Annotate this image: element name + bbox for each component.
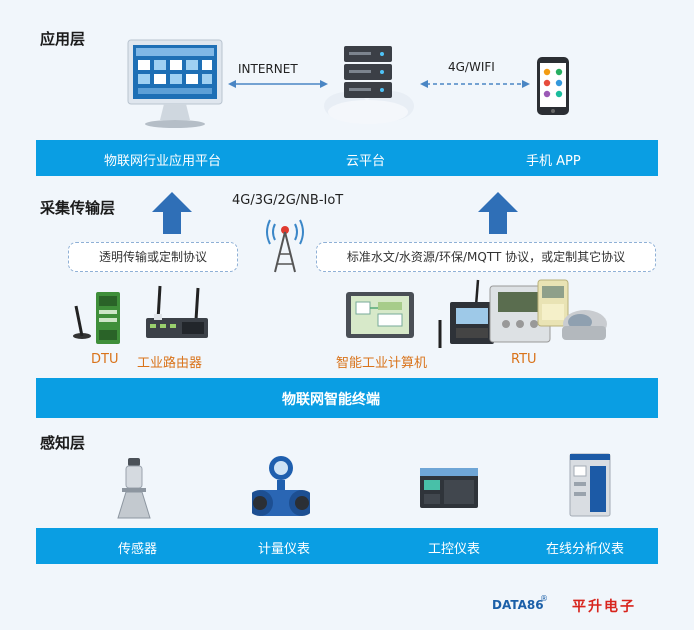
dtu-label: DTU bbox=[91, 352, 119, 367]
app-label: 手机 APP bbox=[526, 154, 581, 169]
meter-label: 计量仪表 bbox=[258, 542, 311, 557]
terminal-bar: 物联网智能终端 bbox=[36, 378, 658, 418]
router-icon bbox=[146, 285, 208, 338]
protocol-box-left: 透明传输或定制协议 bbox=[68, 242, 238, 272]
brand-cn: 平升电子 bbox=[572, 599, 636, 615]
monitor-icon bbox=[127, 39, 223, 128]
flow-meter-icon bbox=[252, 456, 310, 516]
plc-icon bbox=[420, 468, 478, 508]
perception-layer-title: 感知层 bbox=[40, 434, 86, 452]
signal-tower-icon bbox=[266, 219, 304, 273]
dtu-icon bbox=[73, 292, 120, 344]
up-arrow-right-icon bbox=[478, 192, 518, 234]
sensor-label: 传感器 bbox=[118, 542, 158, 557]
transport-layer-title: 采集传输层 bbox=[40, 199, 116, 217]
internet-arrow bbox=[228, 80, 328, 88]
up-arrow-left-icon bbox=[152, 192, 192, 234]
rtu-label: RTU bbox=[511, 352, 537, 367]
computer-label: 智能工业计算机 bbox=[336, 356, 428, 371]
analyzer-icon bbox=[569, 453, 611, 517]
analyzer-label: 在线分析仪表 bbox=[546, 542, 625, 557]
platform-label: 物联网行业应用平台 bbox=[104, 154, 222, 169]
perception-bar: 传感器 计量仪表 工控仪表 在线分析仪表 bbox=[36, 528, 658, 564]
cellular-label: 4G/3G/2G/NB-IoT bbox=[232, 193, 344, 208]
wifi-arrow bbox=[420, 80, 530, 88]
sensor-icon bbox=[117, 458, 151, 519]
router-label: 工业路由器 bbox=[137, 356, 203, 371]
internet-label: INTERNET bbox=[238, 62, 298, 76]
industrial-computer-icon bbox=[346, 292, 414, 338]
application-bar: 物联网行业应用平台 云平台 手机 APP bbox=[36, 140, 658, 176]
protocol-box-right: 标准水文/水资源/环保/MQTT 协议，或定制其它协议 bbox=[316, 242, 656, 272]
cloud-label: 云平台 bbox=[346, 154, 386, 169]
brand-registered-mark: ® bbox=[540, 594, 548, 603]
phone-icon bbox=[537, 57, 569, 115]
application-layer-title: 应用层 bbox=[40, 30, 86, 48]
rtu-icon bbox=[438, 279, 607, 348]
brand-en: DATA86 bbox=[492, 598, 544, 612]
terminal-label: 物联网智能终端 bbox=[282, 392, 380, 408]
wifi-label: 4G/WIFI bbox=[448, 60, 495, 74]
cloud-server-icon bbox=[324, 46, 414, 124]
control-label: 工控仪表 bbox=[428, 542, 481, 557]
